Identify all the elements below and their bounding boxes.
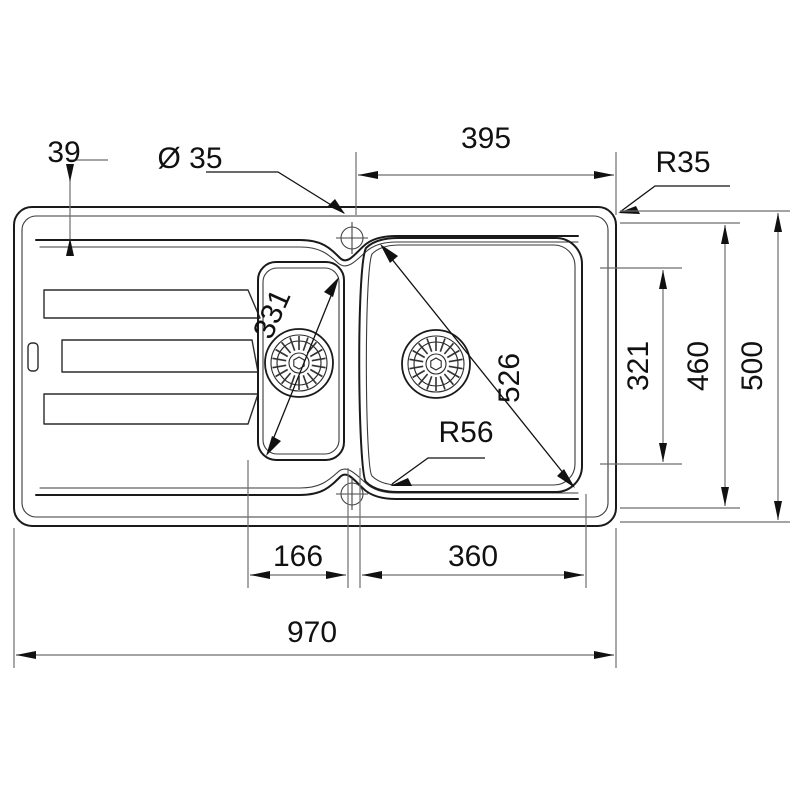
drainboard-groove-3 — [43, 393, 259, 425]
dimension-r56: R56 — [390, 416, 494, 486]
sink-body — [13, 206, 617, 527]
dimension-395: 395 — [355, 122, 617, 215]
tap-hole — [336, 222, 368, 254]
dimension-label-r35: R35 — [655, 146, 710, 179]
arrowhead — [66, 164, 74, 182]
arrowhead — [16, 651, 36, 659]
strainer-mid-ring — [270, 334, 328, 392]
dimension-r35: R35 — [618, 146, 730, 214]
dimension-label-500: 500 — [736, 341, 769, 391]
strainer-hub-hex — [430, 357, 442, 371]
dimension-label-166: 166 — [273, 540, 323, 573]
strainer-hub — [425, 353, 447, 375]
arrowhead — [250, 571, 270, 579]
main-bowl-outline — [358, 237, 583, 493]
dimension-39: 39 — [47, 136, 108, 256]
top-divider-wave-inner — [39, 241, 579, 267]
dimension-label-331: 331 — [247, 285, 298, 344]
drainboard-groove-2 — [61, 339, 259, 373]
strainer-mid-ring — [407, 335, 465, 393]
arrowhead — [659, 443, 667, 462]
small-bowl — [257, 261, 345, 461]
arrowhead — [266, 436, 281, 456]
dimension-label-970: 970 — [287, 616, 337, 649]
dimension-166: 166 — [247, 460, 349, 588]
strainer-spokes — [409, 337, 463, 391]
sink-inner-rim — [21, 215, 609, 518]
sink-outer-rim — [13, 206, 617, 527]
arrowhead — [659, 270, 667, 289]
main-bowl — [358, 237, 583, 493]
dimension-label-360: 360 — [448, 540, 498, 573]
dimension-500: 500 — [620, 210, 790, 523]
arrowhead — [774, 213, 782, 232]
arrowhead — [66, 238, 74, 256]
dimension-label-460: 460 — [682, 341, 715, 391]
arrowhead — [326, 571, 346, 579]
drainboard-groove-1 — [43, 289, 261, 319]
arrowhead — [362, 571, 382, 579]
overflow-slot — [27, 342, 39, 372]
strainer-outer-ring — [401, 329, 471, 399]
dimension-label-526: 526 — [493, 353, 526, 403]
arrowhead — [557, 469, 575, 488]
arrowhead — [328, 199, 345, 214]
drain-strainer-small-bowl — [264, 328, 334, 398]
bottom-center-mark — [336, 478, 368, 510]
dimension-331: 331 — [247, 277, 339, 456]
dimension-label-395: 395 — [461, 122, 511, 155]
drain-strainer-main-bowl — [401, 329, 471, 399]
dimension-label-39: 39 — [47, 136, 80, 169]
bottom-divider-wave-inner — [39, 468, 579, 494]
arrowhead — [774, 501, 782, 520]
small-bowl-inner — [262, 267, 340, 455]
strainer-outer-ring — [264, 328, 334, 398]
arrowhead — [594, 171, 614, 179]
dimension-970: 970 — [13, 528, 617, 668]
dimension-label-tap-hole-diameter: Ø 35 — [157, 142, 222, 175]
dimension-label-321: 321 — [622, 341, 655, 391]
arrowhead — [390, 478, 412, 486]
arrowhead — [721, 487, 729, 506]
arrowhead — [721, 225, 729, 244]
top-divider-wave — [35, 235, 579, 262]
main-bowl-inner — [365, 244, 576, 486]
dimension-label-r56: R56 — [438, 416, 493, 449]
dimension-526: 526 — [380, 244, 575, 488]
dimension-460: 460 — [620, 222, 740, 509]
dimension-321: 321 — [600, 267, 682, 465]
arrowhead — [594, 651, 614, 659]
strainer-hub — [288, 352, 310, 374]
dimension-360: 360 — [359, 468, 587, 588]
arrowhead — [618, 206, 640, 214]
small-bowl-outline — [257, 261, 345, 461]
strainer-hub-hex — [293, 356, 305, 370]
bottom-divider-wave — [35, 473, 579, 500]
strainer-spokes — [272, 336, 326, 390]
dimension-tap-hole-diameter: Ø 35 — [157, 142, 345, 214]
arrowhead — [324, 277, 339, 297]
arrowhead — [380, 244, 398, 263]
arrowhead — [358, 171, 378, 179]
arrowhead — [564, 571, 584, 579]
drainboard-grooves — [27, 289, 261, 425]
